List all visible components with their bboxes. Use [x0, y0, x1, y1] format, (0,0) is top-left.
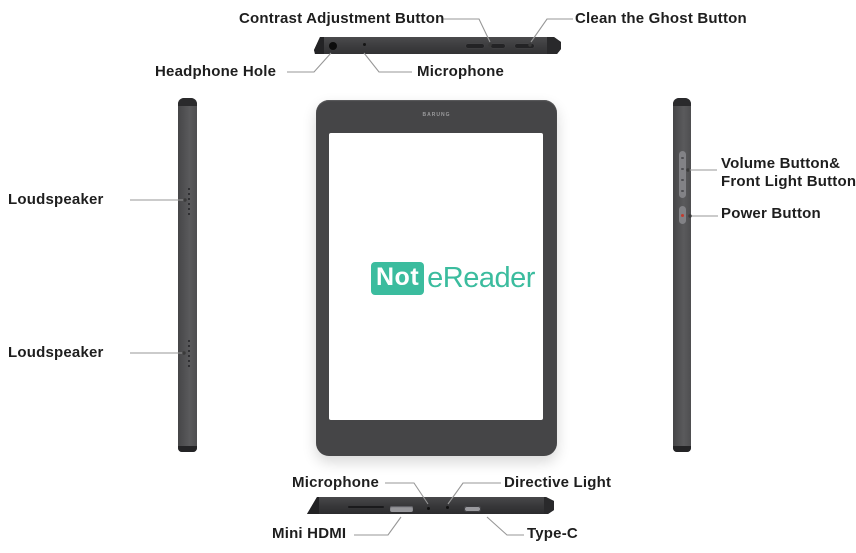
top-edge-left-tip — [314, 37, 324, 54]
leader-line-microphone-top — [363, 52, 412, 73]
logo-badge: Not — [371, 262, 425, 295]
type-c-port — [464, 506, 481, 512]
label-directive-light: Directive Light — [504, 474, 612, 491]
power-button — [679, 206, 686, 224]
bottom-edge-right-cap — [544, 497, 554, 514]
left-side-top-cap — [178, 98, 197, 106]
label-volume-button-line1: Volume Button& — [721, 155, 841, 172]
mini-hdmi-port — [390, 506, 413, 512]
leader-line-headphone — [287, 52, 332, 73]
bottom-microphone-hole — [427, 507, 430, 510]
leader-line-mini-hdmi — [354, 516, 402, 536]
clean-the-ghost-button — [515, 44, 534, 48]
right-side-view — [673, 98, 691, 452]
label-contrast-adjustment-button: Contrast Adjustment Button — [239, 10, 445, 27]
label-loudspeaker-upper: Loudspeaker — [8, 191, 104, 208]
top-edge-view — [314, 37, 561, 54]
power-button-red-dot — [681, 213, 684, 217]
left-side-bottom-cap — [178, 446, 197, 452]
label-microphone-top: Microphone — [417, 63, 504, 80]
headphone-hole — [329, 42, 337, 50]
left-side-view — [178, 98, 197, 452]
right-side-bottom-cap — [673, 446, 691, 452]
label-headphone-hole: Headphone Hole — [155, 63, 277, 80]
contrast-adjustment-button — [466, 44, 484, 48]
right-side-top-cap — [673, 98, 691, 106]
label-volume-button-line2: Front Light Button — [721, 173, 856, 190]
bottom-edge-view — [307, 497, 554, 514]
label-loudspeaker-lower: Loudspeaker — [8, 344, 104, 361]
front-view: BARUNG Not eReader — [316, 100, 557, 456]
contrast-adjustment-button — [491, 44, 505, 48]
label-mini-hdmi: Mini HDMI — [272, 525, 347, 542]
loudspeaker-holes-upper — [188, 188, 190, 215]
directive-light — [446, 506, 449, 509]
label-clean-the-ghost-button: Clean the Ghost Button — [575, 10, 747, 27]
top-microphone-hole — [363, 43, 366, 46]
top-edge-right-cap — [547, 37, 561, 54]
notereader-logo: Not eReader — [371, 262, 535, 295]
bottom-edge-left-tip — [307, 497, 319, 514]
label-microphone-bottom: Microphone — [292, 474, 379, 491]
leader-line-type-c — [486, 516, 524, 536]
screen: Not eReader — [329, 133, 543, 420]
label-power-button: Power Button — [721, 205, 821, 222]
bottom-speaker-slot — [348, 506, 384, 508]
label-type-c: Type-C — [527, 525, 578, 542]
logo-text: eReader — [427, 262, 535, 294]
loudspeaker-holes-lower — [188, 340, 190, 367]
volume-front-light-button — [679, 151, 686, 198]
brand-text: BARUNG — [422, 112, 451, 118]
